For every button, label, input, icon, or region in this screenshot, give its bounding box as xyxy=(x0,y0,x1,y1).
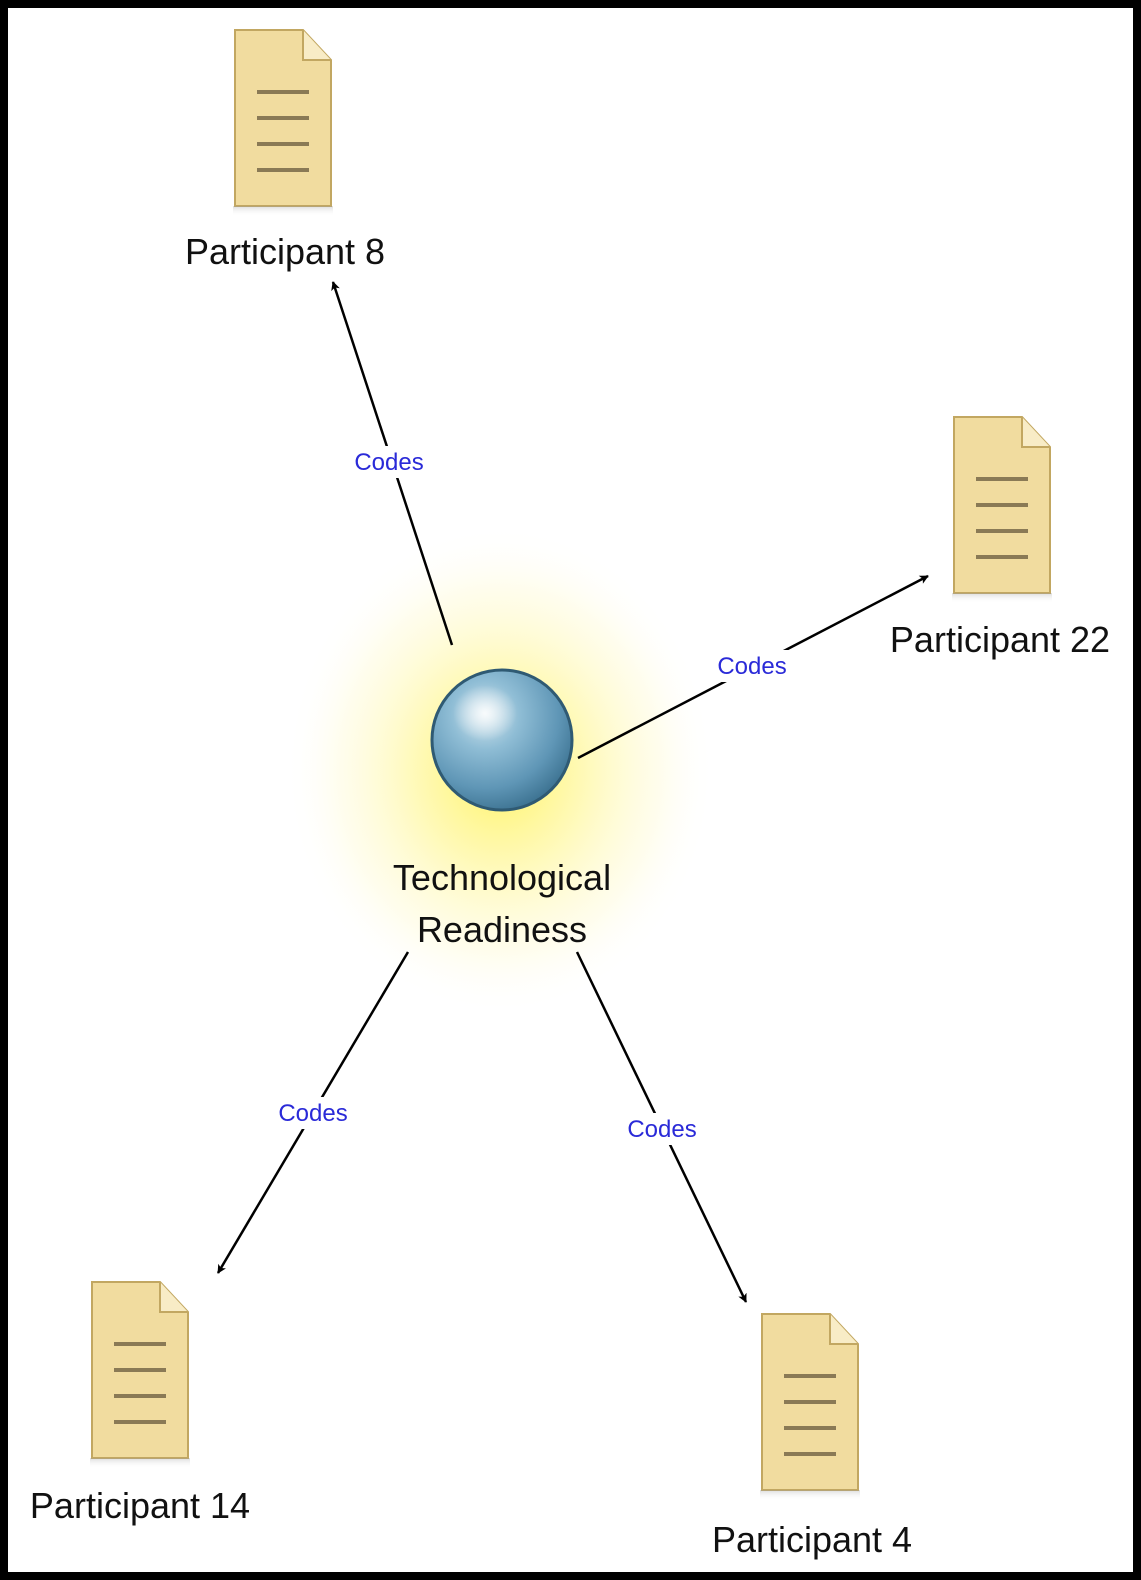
edge-label-participant-22: Codes xyxy=(717,653,786,680)
document-node-participant-8[interactable]: Participant 8 xyxy=(185,29,385,272)
document-node-participant-4[interactable]: Participant 4 xyxy=(712,1313,912,1560)
edge-label-participant-8: Codes xyxy=(354,449,423,476)
center-label-line1: Technological xyxy=(393,857,611,898)
document-label: Participant 4 xyxy=(712,1519,912,1560)
document-icon xyxy=(760,1313,860,1501)
document-icon xyxy=(90,1281,190,1469)
document-label: Participant 8 xyxy=(185,231,385,272)
center-concept-node[interactable]: Technological Readiness xyxy=(393,668,611,950)
center-label-line2: Readiness xyxy=(417,909,587,950)
document-icon xyxy=(233,29,333,217)
edge-labels: Codes Codes Codes Codes xyxy=(273,446,792,1145)
edge-label-participant-4: Codes xyxy=(627,1116,696,1143)
document-icon xyxy=(952,416,1052,604)
document-node-participant-22[interactable]: Participant 22 xyxy=(890,416,1110,660)
document-label: Participant 14 xyxy=(30,1485,250,1526)
document-node-participant-14[interactable]: Participant 14 xyxy=(30,1281,250,1526)
concept-sphere-highlight xyxy=(453,685,517,741)
edge-label-participant-14: Codes xyxy=(278,1100,347,1127)
document-label: Participant 22 xyxy=(890,619,1110,660)
